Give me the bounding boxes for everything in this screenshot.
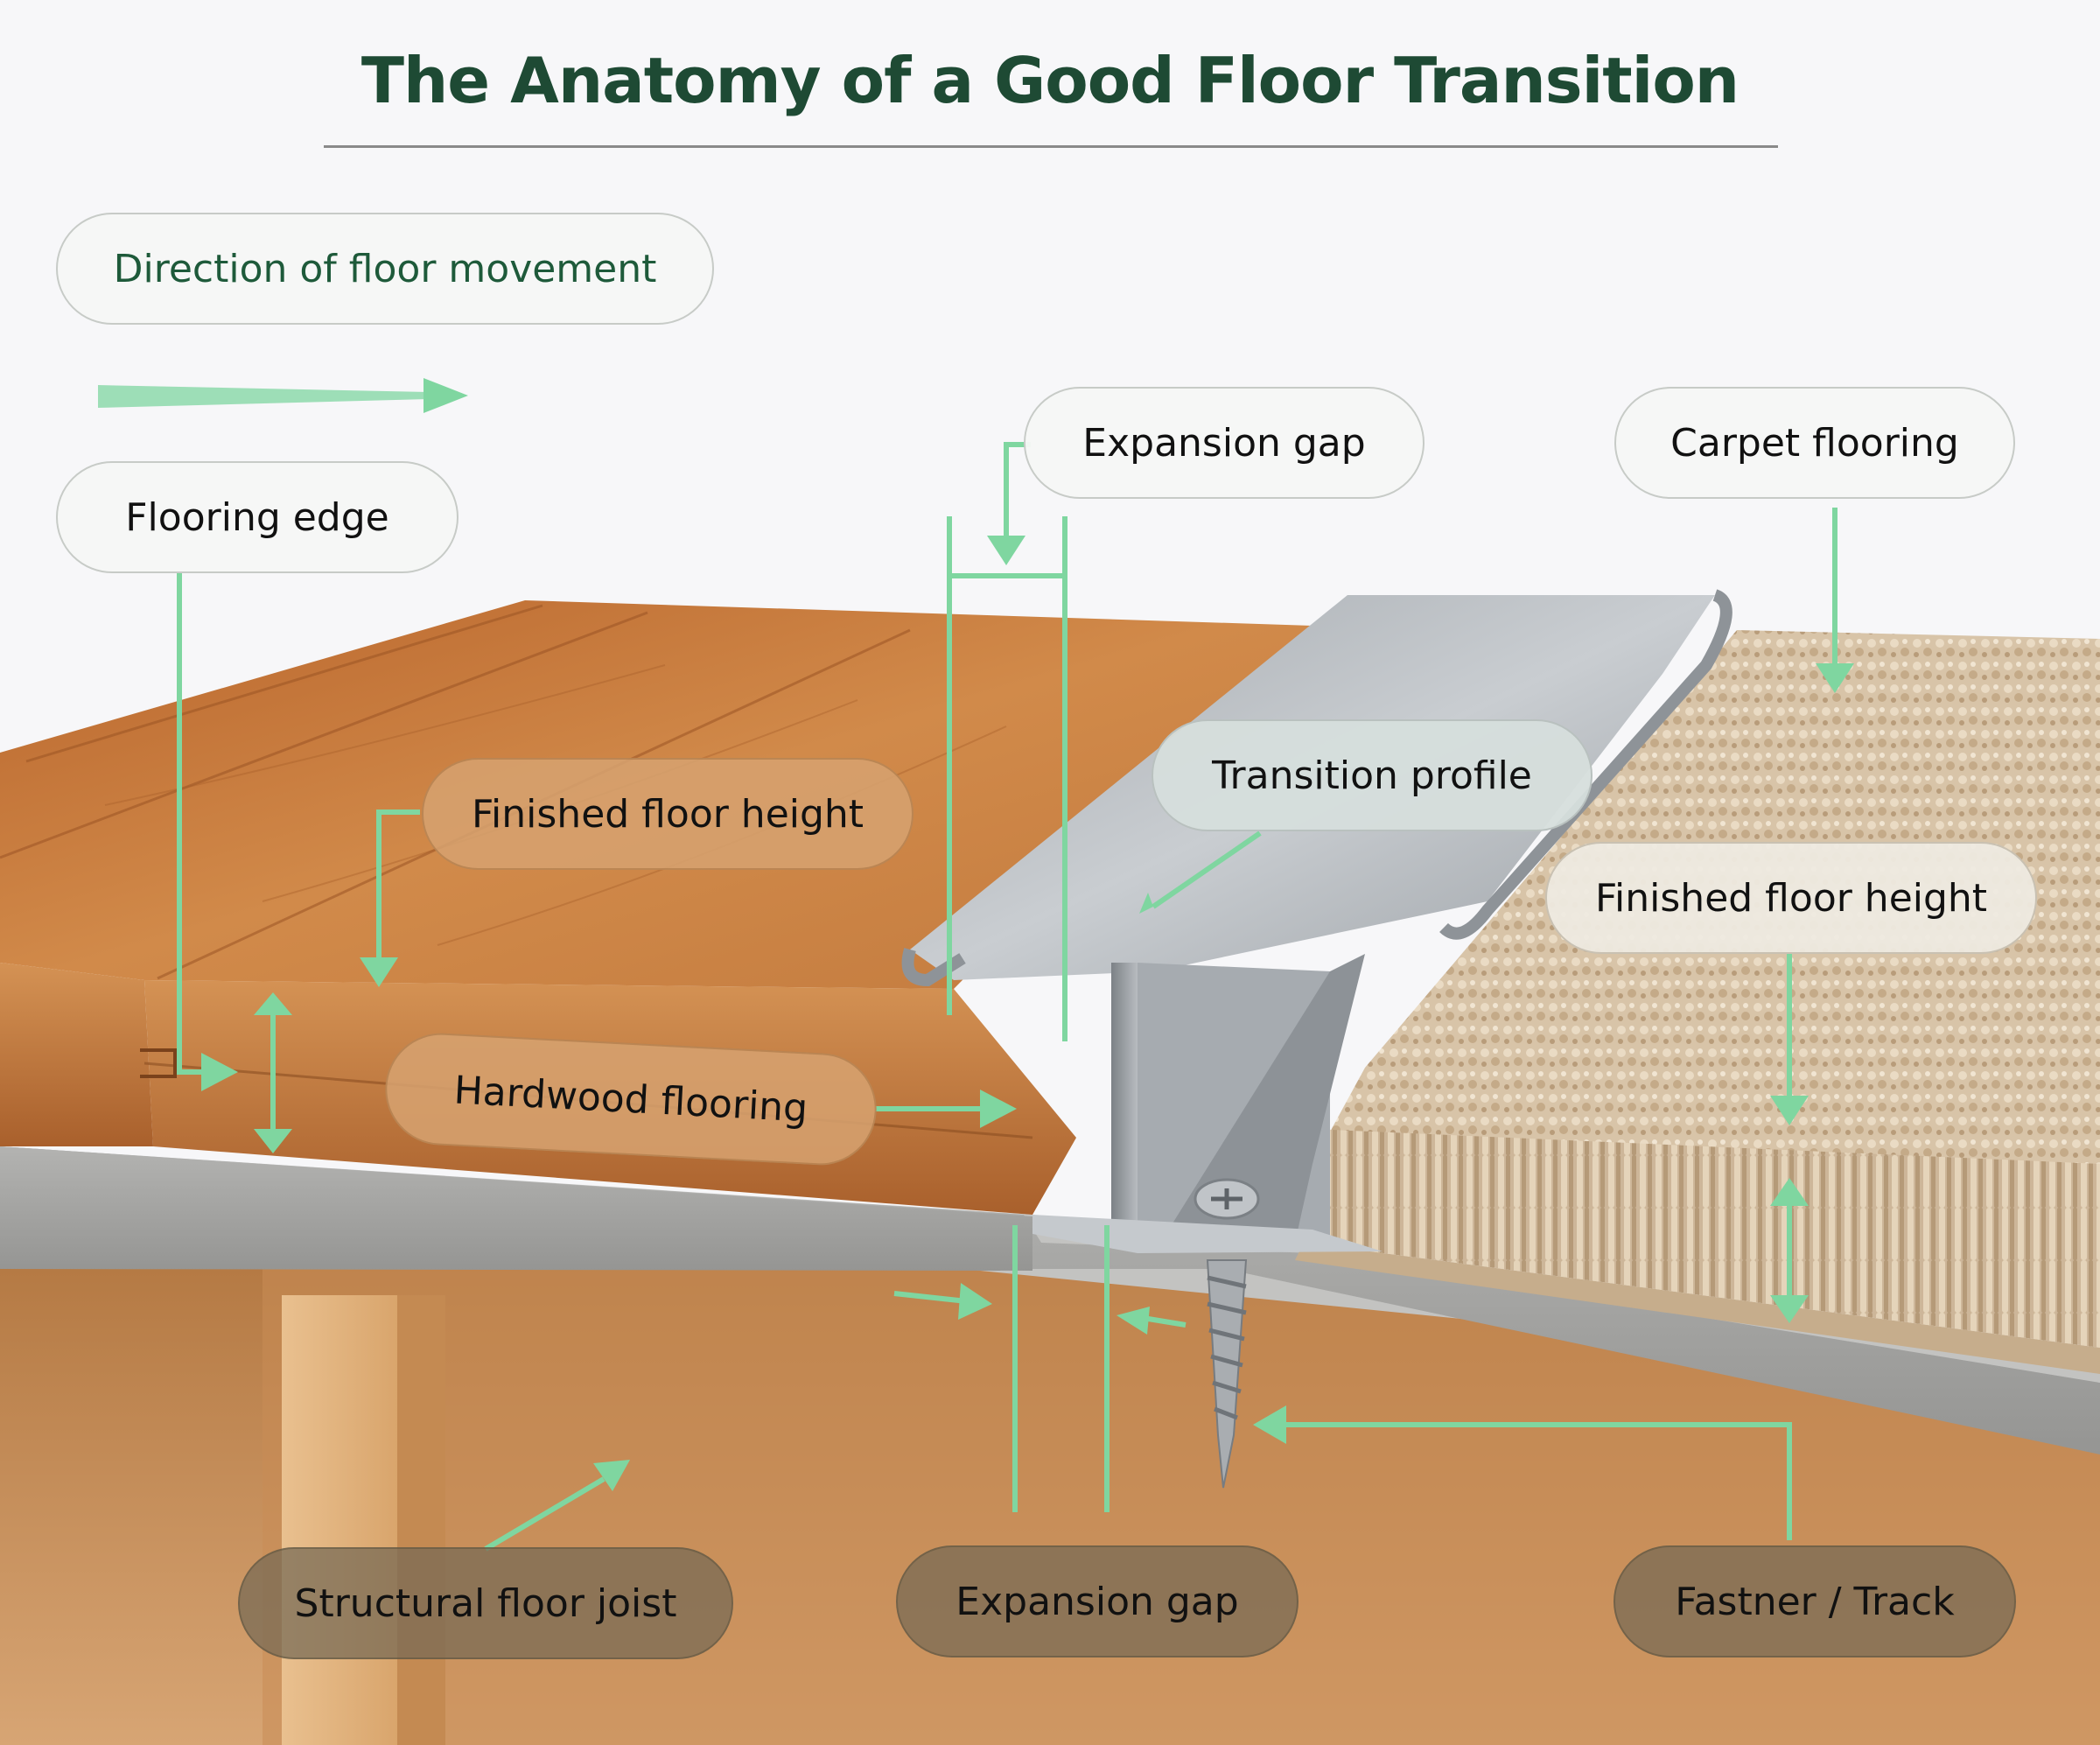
carpet-pile-front [1304,1129,2100,1348]
page-title: The Anatomy of a Good Floor Transition [360,44,1740,117]
callout-lines [177,442,1838,1552]
profile-stem [1111,963,1138,1243]
expansion-gap-top-label: Expansion gap [1024,387,1424,499]
floor-joist [282,1295,397,1745]
carpet-flooring-label: Carpet flooring [1614,387,2015,499]
direction-arrow [98,378,468,413]
title-underline [324,145,1778,148]
transition-profile-label: Transition profile [1152,719,1592,831]
hardwood-left-board [0,963,153,1146]
subfloor-slab [0,1146,1032,1271]
callout-arrowheads [201,536,1854,1491]
profile-base [1032,1215,1382,1253]
flooring-edge-label: Flooring edge [56,461,458,573]
fastener-track-label: Fastner / Track [1614,1545,2016,1657]
carpet-backing [1295,1243,2100,1374]
profile-channel [1155,954,1365,1251]
fastener-screw [1194,1178,1260,1489]
expansion-gap-bottom-label: Expansion gap [896,1545,1298,1657]
finished-height-left-label: Finished floor height [422,758,914,870]
joist-face [397,1295,445,1745]
direction-label: Direction of floor movement [56,213,714,325]
finished-height-right-label: Finished floor height [1545,842,2037,954]
structural-joist-label: Structural floor joist [238,1547,733,1659]
